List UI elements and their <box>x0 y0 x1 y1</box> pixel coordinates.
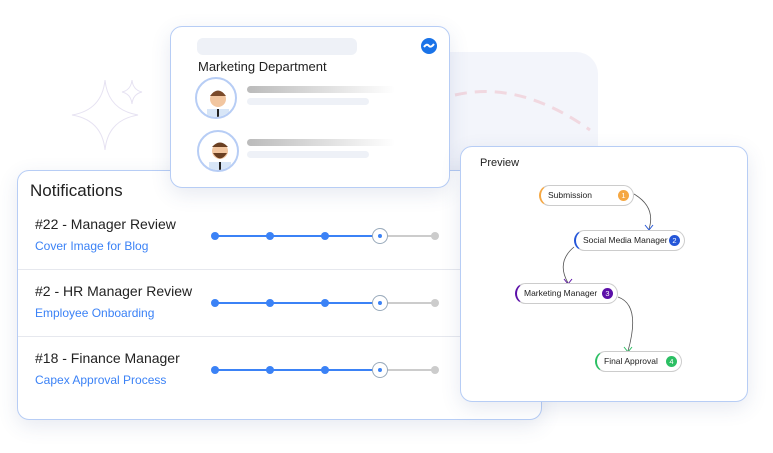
progress-fill <box>215 302 380 304</box>
progress-step <box>321 299 329 307</box>
progress-step <box>211 366 219 374</box>
progress-step <box>266 299 274 307</box>
progress-track <box>211 362 439 378</box>
flow-step-label: Submission <box>548 190 592 200</box>
avatar[interactable] <box>195 77 237 119</box>
notification-row[interactable]: #18 - Finance Manager Capex Approval Pro… <box>18 338 541 404</box>
progress-step <box>266 366 274 374</box>
progress-current-step <box>372 362 388 378</box>
placeholder-bar <box>247 151 369 158</box>
flow-connectors <box>562 193 654 353</box>
department-title: Marketing Department <box>198 59 327 74</box>
department-card: Marketing Department <box>170 26 450 188</box>
avatar[interactable] <box>197 130 239 172</box>
progress-step <box>211 299 219 307</box>
flow-step-node[interactable]: Marketing Manager 3 <box>515 283 618 304</box>
notification-subtitle-link[interactable]: Employee Onboarding <box>35 306 155 320</box>
flow-step-number: 2 <box>669 235 680 246</box>
notification-row[interactable]: #2 - HR Manager Review Employee Onboardi… <box>18 271 541 337</box>
flow-step-label: Final Approval <box>604 356 658 366</box>
progress-current-step <box>372 295 388 311</box>
flow-step-number: 4 <box>666 356 677 367</box>
flow-step-label: Marketing Manager <box>524 288 598 298</box>
flow-step-node[interactable]: Final Approval 4 <box>595 351 682 372</box>
flow-step-number: 1 <box>618 190 629 201</box>
preview-title: Preview <box>480 157 520 169</box>
notification-subtitle-link[interactable]: Capex Approval Process <box>35 373 167 387</box>
notifications-card: Notifications #22 - Manager Review Cover… <box>17 170 542 420</box>
progress-track <box>211 295 439 311</box>
progress-step <box>431 366 439 374</box>
flow-step-node[interactable]: Submission 1 <box>539 185 634 206</box>
progress-current-step <box>372 228 388 244</box>
placeholder-bar <box>247 139 395 146</box>
progress-fill <box>215 235 380 237</box>
notification-title: #18 - Finance Manager <box>35 350 180 366</box>
progress-fill <box>215 369 380 371</box>
placeholder-bar <box>197 38 357 55</box>
progress-step <box>431 232 439 240</box>
notification-subtitle-link[interactable]: Cover Image for Blog <box>35 239 149 253</box>
placeholder-bar <box>247 86 395 93</box>
notification-title: #22 - Manager Review <box>35 216 176 232</box>
notifications-title: Notifications <box>30 181 123 200</box>
progress-step <box>321 366 329 374</box>
progress-step <box>321 232 329 240</box>
notification-title: #2 - HR Manager Review <box>35 283 193 299</box>
notification-row[interactable]: #22 - Manager Review Cover Image for Blo… <box>18 204 541 270</box>
brand-wave-icon <box>421 38 437 54</box>
flow-step-label: Social Media Manager <box>583 235 668 245</box>
progress-step <box>211 232 219 240</box>
progress-step <box>431 299 439 307</box>
progress-step <box>266 232 274 240</box>
flow-step-number: 3 <box>602 288 613 299</box>
progress-track <box>211 228 439 244</box>
placeholder-bar <box>247 98 369 105</box>
